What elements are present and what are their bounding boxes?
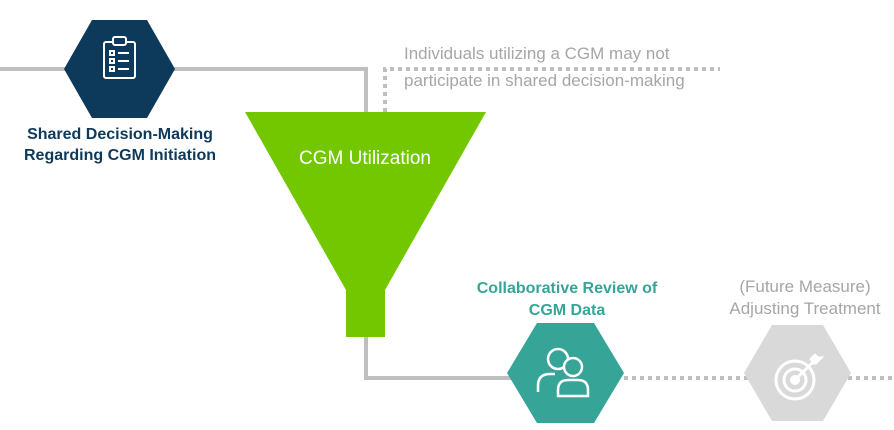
cgm-utilization-funnel	[245, 112, 486, 337]
branch-note: Individuals utilizing a CGM may not part…	[404, 44, 685, 90]
funnel-title: CGM Utilization	[299, 148, 431, 169]
target-icon	[774, 353, 825, 401]
dotted-branch-line	[383, 67, 720, 112]
collaborative-review-label: Collaborative Review of CGM Data	[476, 280, 658, 319]
clipboard-checklist-icon	[103, 36, 136, 79]
connector-line-top	[0, 67, 368, 112]
future-measure-label: (Future Measure) Adjusting Treatment	[729, 277, 881, 318]
shared-decision-label: Shared Decision-Making Regarding CGM Ini…	[24, 126, 216, 164]
people-icon	[536, 347, 590, 398]
connector-line-bottom	[364, 335, 520, 380]
future-measure-hexagon	[744, 325, 851, 421]
